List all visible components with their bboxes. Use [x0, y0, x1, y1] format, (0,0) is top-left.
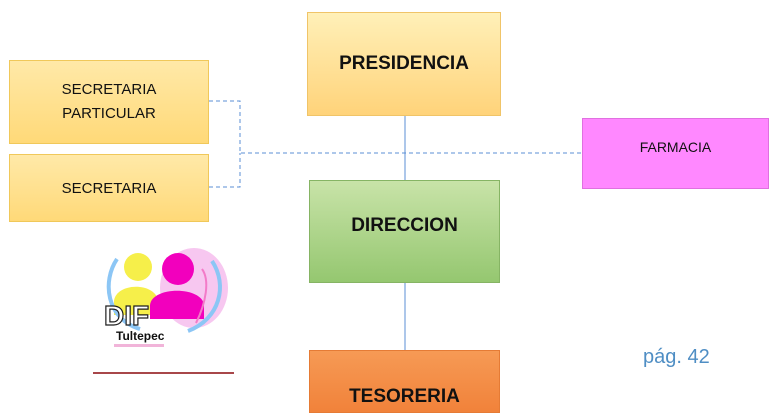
dif-tultepec-logo-icon: DIF Tultepec — [103, 248, 228, 347]
logo-divider — [93, 372, 234, 374]
secretaria-particular-label: SECRETARIA PARTICULAR — [61, 81, 157, 122]
secretaria-box: SECRETARIA — [9, 154, 209, 222]
presidencia-box: PRESIDENCIA — [307, 12, 501, 116]
secretaria-particular-dashed-connector — [209, 100, 582, 154]
tesoreria-box: TESORERIA — [309, 350, 500, 413]
logo-subtitle: Tultepec — [116, 329, 165, 343]
page-number: pág. 42 — [643, 346, 710, 368]
direccion-box: DIRECCION — [309, 180, 500, 283]
logo-dif-text: DIF — [104, 300, 149, 331]
secretaria-particular-box: SECRETARIA PARTICULAR — [9, 60, 209, 144]
farmacia-box: FARMACIA — [582, 118, 769, 189]
secretaria-dashed-connector — [209, 153, 241, 188]
